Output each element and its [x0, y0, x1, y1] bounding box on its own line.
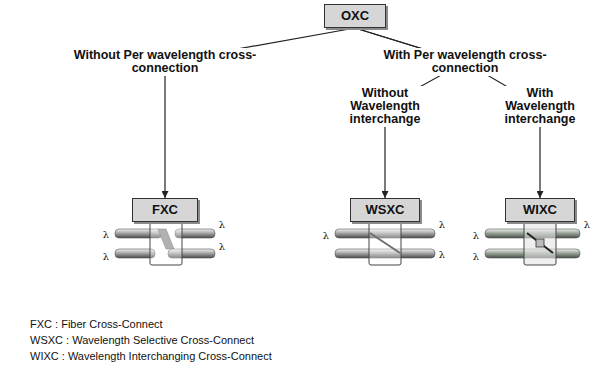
- box-label: FXC: [133, 200, 197, 220]
- category-box: FXC: [132, 198, 198, 222]
- category-box: WIXC: [505, 198, 575, 222]
- box-label: WIXC: [506, 200, 574, 220]
- wavelength-symbol: λ: [584, 220, 590, 230]
- wixc-illustration: [485, 222, 580, 265]
- wavelength-symbol: λ: [103, 230, 109, 240]
- fxc-illustration: [115, 222, 215, 265]
- box-label: WSXC: [351, 200, 419, 220]
- branch-label: Without Per wavelength cross-connection: [67, 48, 263, 76]
- branch-label: With Per wavelength cross-connection: [362, 48, 568, 76]
- box-label: OXC: [325, 6, 385, 26]
- branch-label: Without Wavelength interchange: [336, 86, 434, 127]
- wavelength-symbol: λ: [323, 231, 329, 241]
- wavelength-symbol: λ: [103, 252, 109, 262]
- wavelength-symbol: λ: [219, 220, 225, 230]
- category-box: WSXC: [350, 198, 420, 222]
- wavelength-symbol: λ: [219, 242, 225, 252]
- wavelength-symbol: λ: [473, 231, 479, 241]
- abbreviation-note: WIXC : Wavelength Interchanging Cross-Co…: [30, 350, 272, 362]
- wavelength-symbol: λ: [439, 220, 445, 230]
- abbreviation-note: WSXC : Wavelength Selective Cross-Connec…: [30, 334, 254, 346]
- abbreviation-note: FXC : Fiber Cross-Connect: [30, 318, 163, 330]
- wavelength-symbol: λ: [439, 250, 445, 260]
- root-box: OXC: [324, 4, 386, 28]
- branch-label: With Wavelength interchange: [491, 86, 589, 127]
- wsxc-illustration: [335, 222, 435, 265]
- wavelength-symbol: λ: [473, 252, 479, 262]
